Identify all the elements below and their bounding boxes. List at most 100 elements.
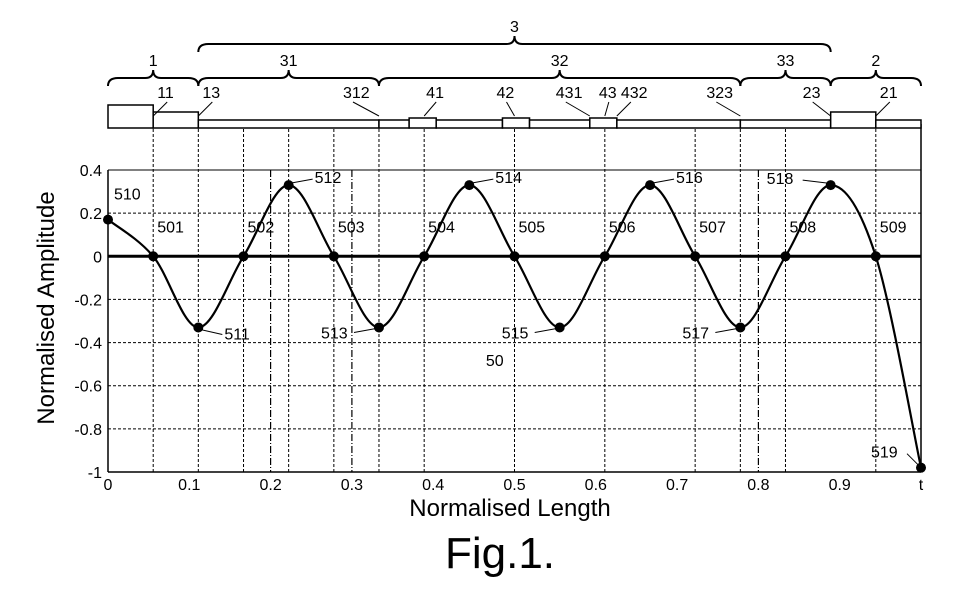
leader-511 <box>200 329 222 334</box>
brace-3 <box>198 36 830 52</box>
brace-label-33: 33 <box>777 53 795 70</box>
segment-label-23: 23 <box>803 85 821 102</box>
point-label-503: 503 <box>338 219 365 236</box>
point-label-509: 509 <box>880 219 907 236</box>
point-503 <box>329 251 339 261</box>
x-tick-label-5: 0.5 <box>503 477 525 494</box>
y-tick-label-3: -0.2 <box>74 292 102 309</box>
segment-leader-431 <box>566 102 590 116</box>
point-510 <box>103 215 113 225</box>
leader-514 <box>471 179 493 183</box>
brace-1 <box>108 70 198 86</box>
brace-33 <box>740 70 830 86</box>
x-tick-labels: 00.10.20.30.40.50.60.70.80.9t <box>104 477 924 494</box>
point-label-508: 508 <box>789 219 816 236</box>
segment-6 <box>502 118 529 128</box>
point-506 <box>600 251 610 261</box>
point-515 <box>555 322 565 332</box>
point-label-511: 511 <box>224 326 250 343</box>
x-tick-label-10: t <box>919 477 924 494</box>
point-501 <box>148 251 158 261</box>
x-tick-label-7: 0.7 <box>666 477 688 494</box>
leader-517 <box>715 328 737 332</box>
segment-leader-323 <box>716 102 740 116</box>
segment-label-431: 431 <box>556 85 583 102</box>
point-label-504: 504 <box>428 219 455 236</box>
point-514 <box>464 180 474 190</box>
leader-516 <box>652 179 674 183</box>
leader-513 <box>354 328 376 332</box>
point-516 <box>645 180 655 190</box>
segment-leader-23 <box>813 102 831 116</box>
region-label: 50 <box>486 353 504 370</box>
segment-1 <box>153 112 198 128</box>
x-tick-label-2: 0.2 <box>259 477 281 494</box>
segment-label-41: 41 <box>426 85 444 102</box>
point-512 <box>284 180 294 190</box>
y-axis-title: Normalised Amplitude <box>33 191 60 424</box>
segment-leader-312 <box>353 102 379 116</box>
segment-0 <box>108 105 153 128</box>
x-tick-label-3: 0.3 <box>341 477 363 494</box>
segment-4 <box>409 118 436 128</box>
braces-group: 313132332 <box>108 19 921 86</box>
y-tick-label-1: 0.2 <box>80 206 102 223</box>
y-tick-label-6: -0.8 <box>74 422 102 439</box>
x-tick-label-4: 0.4 <box>422 477 444 494</box>
segment-7 <box>530 120 590 128</box>
segment-5 <box>436 120 502 128</box>
segment-8 <box>590 118 617 128</box>
leader-519 <box>907 454 919 466</box>
brace-label-31: 31 <box>280 53 298 70</box>
point-508 <box>780 251 790 261</box>
segment-12 <box>876 120 921 128</box>
point-label-502: 502 <box>248 219 275 236</box>
y-tick-label-2: 0 <box>93 249 102 266</box>
point-label-513: 513 <box>321 325 348 342</box>
point-label-514: 514 <box>495 170 522 187</box>
segment-3 <box>379 120 409 128</box>
segment-leader-41 <box>424 102 436 116</box>
x-tick-label-9: 0.9 <box>829 477 851 494</box>
point-504 <box>419 251 429 261</box>
segment-strip: 11133124142431434323232321 <box>108 85 921 128</box>
brace-label-1: 1 <box>149 53 158 70</box>
figure-caption: Fig.1. <box>445 529 555 578</box>
segment-label-323: 323 <box>706 85 733 102</box>
x-tick-label-8: 0.8 <box>747 477 769 494</box>
leader-515 <box>535 328 557 332</box>
leader-518 <box>803 180 828 183</box>
brace-label-32: 32 <box>551 53 569 70</box>
segment-leader-21 <box>876 102 890 116</box>
brace-32 <box>379 70 740 86</box>
segment-label-43: 43 <box>599 85 617 102</box>
x-tick-label-6: 0.6 <box>585 477 607 494</box>
point-label-515: 515 <box>502 325 529 342</box>
point-517 <box>735 322 745 332</box>
point-502 <box>239 251 249 261</box>
segment-leader-13 <box>198 102 212 116</box>
segment-9 <box>617 120 740 128</box>
segment-label-312: 312 <box>343 85 370 102</box>
segment-2 <box>198 120 379 128</box>
point-label-518: 518 <box>767 171 794 188</box>
point-509 <box>871 251 881 261</box>
x-axis-title: Normalised Length <box>409 495 610 522</box>
segment-label-21: 21 <box>880 85 898 102</box>
point-518 <box>826 180 836 190</box>
point-label-505: 505 <box>519 219 546 236</box>
y-tick-label-7: -1 <box>88 465 102 482</box>
brace-label-2: 2 <box>871 53 880 70</box>
brace-31 <box>198 70 379 86</box>
point-label-517: 517 <box>682 325 709 342</box>
point-label-512: 512 <box>315 170 342 187</box>
point-507 <box>690 251 700 261</box>
segment-label-432: 432 <box>621 85 648 102</box>
segment-leader-42 <box>507 102 515 116</box>
y-tick-labels: 0.40.20-0.2-0.4-0.6-0.8-1 <box>74 163 102 482</box>
segment-10 <box>740 120 830 128</box>
point-513 <box>374 322 384 332</box>
segment-label-11: 11 <box>157 85 174 102</box>
